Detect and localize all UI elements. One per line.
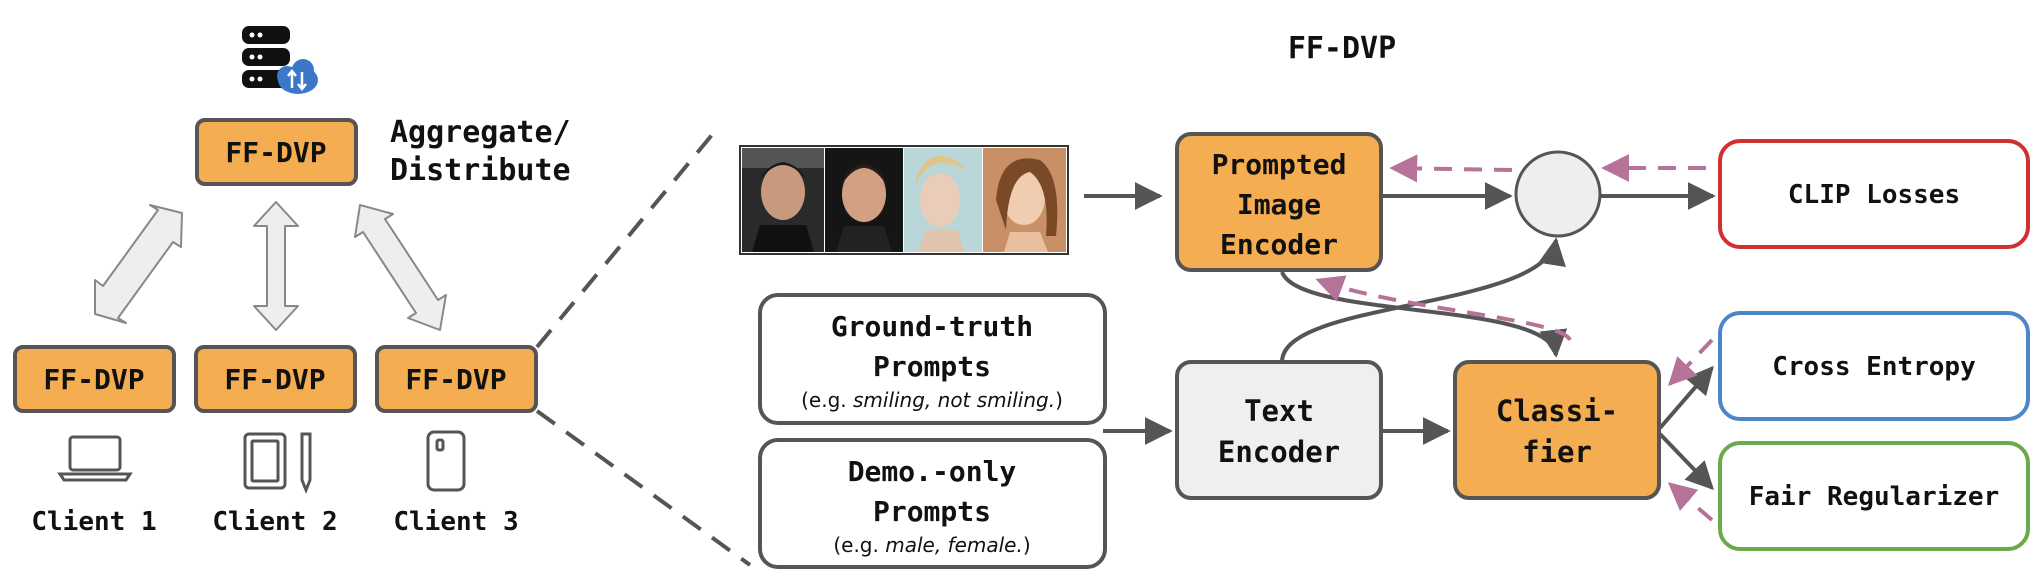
server-ff-dvp-box: FF-DVP	[195, 118, 358, 186]
cross-entropy-to-classifier-feedback	[1668, 338, 1714, 387]
client-3-box-label: FF-DVP	[405, 363, 506, 396]
distribute-label: Distribute	[390, 153, 571, 188]
client-2-name: Client 2	[212, 507, 337, 537]
text-encoder-box: Text Encoder	[1175, 360, 1383, 500]
demo-only-prompts-box: Demo.-only Prompts (e.g. male, female.)	[758, 438, 1107, 569]
ground-truth-title: Ground-truth	[831, 310, 1033, 343]
cross-entropy-box: Cross Entropy	[1718, 311, 2030, 421]
client-3-ff-dvp-box: FF-DVP	[375, 345, 538, 413]
demo-only-example: (e.g. male, female.)	[833, 533, 1030, 557]
gradient-feedback-arrows	[1315, 154, 1714, 522]
zoom-line-bottom	[535, 409, 752, 567]
sync-arrow-client-3	[354, 204, 447, 331]
aggregate-label: Aggregate/	[390, 115, 571, 150]
classifier-line2: fier	[1522, 435, 1592, 469]
node-to-image-encoder-feedback	[1389, 154, 1513, 183]
image-encoder-line3: Encoder	[1220, 228, 1338, 261]
client-2-box-label: FF-DVP	[224, 363, 325, 396]
server-label: FF-DVP	[225, 136, 326, 169]
client-1-name: Client 1	[31, 507, 156, 537]
classifier-to-cross-entropy-arrow	[1658, 365, 1714, 430]
clip-losses-label: CLIP Losses	[1788, 180, 1960, 210]
fair-regularizer-box: Fair Regularizer	[1718, 441, 2030, 551]
tablet-icon	[243, 432, 312, 495]
classifier-to-image-encoder-feedback	[1315, 275, 1572, 342]
diagram-title: FF-DVP	[1288, 31, 1396, 66]
text-encoder-line2: Encoder	[1218, 435, 1340, 469]
demo-only-title: Demo.-only	[848, 455, 1017, 488]
client-1-ff-dvp-box: FF-DVP	[13, 345, 176, 413]
ground-truth-subtitle: Prompts	[873, 350, 991, 383]
demo-only-subtitle: Prompts	[873, 495, 991, 528]
cross-entropy-label: Cross Entropy	[1772, 352, 1976, 382]
fair-regularizer-label: Fair Regularizer	[1749, 482, 1999, 512]
classifier-line1: Classi-	[1496, 394, 1618, 428]
similarity-node	[1514, 150, 1602, 238]
ground-truth-example: (e.g. smiling, not smiling.)	[801, 388, 1063, 412]
laptop-icon	[57, 435, 133, 482]
prompted-image-encoder-box: Prompted Image Encoder	[1175, 132, 1383, 272]
image-encoder-to-classifier-arrow	[1280, 271, 1568, 358]
ground-truth-prompts-box: Ground-truth Prompts (e.g. smiling, not …	[758, 293, 1107, 425]
sync-arrow-client-2	[253, 201, 299, 331]
image-encoder-line1: Prompted	[1212, 148, 1347, 181]
phone-icon	[426, 430, 466, 492]
classifier-box: Classi- fier	[1453, 360, 1661, 500]
fair-to-classifier-feedback	[1667, 482, 1714, 522]
sync-arrow-client-1	[94, 204, 183, 324]
face-photos-icon	[739, 145, 1069, 255]
database-cloud-icon	[242, 26, 318, 94]
image-encoder-line2: Image	[1237, 188, 1321, 221]
client-3-name: Client 3	[393, 507, 518, 537]
text-encoder-line1: Text	[1244, 394, 1314, 428]
client-1-box-label: FF-DVP	[43, 363, 144, 396]
clip-losses-box: CLIP Losses	[1718, 139, 2030, 249]
client-2-ff-dvp-box: FF-DVP	[194, 345, 357, 413]
classifier-to-fair-arrow	[1658, 432, 1714, 491]
zoom-line-top	[535, 128, 718, 349]
